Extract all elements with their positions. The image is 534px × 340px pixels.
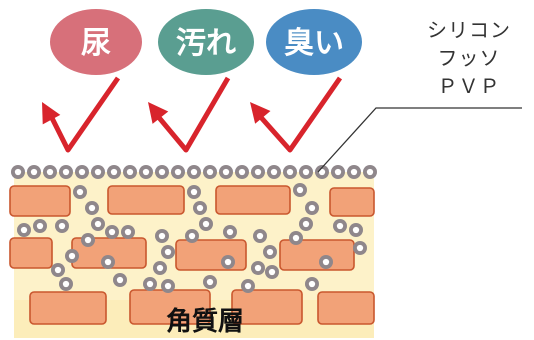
repel-arrow: [148, 76, 231, 153]
coating-particle: [91, 165, 105, 179]
coating-particle: [85, 201, 99, 215]
coating-particle: [251, 165, 265, 179]
corneocyte-cell: [317, 291, 375, 325]
coating-particle: [43, 165, 57, 179]
coating-particle: [353, 241, 367, 255]
coating-particle: [101, 255, 115, 269]
coating-particle: [139, 165, 153, 179]
coating-particle: [171, 165, 185, 179]
coating-particle: [305, 201, 319, 215]
coating-particle: [185, 229, 199, 243]
coating-particle: [283, 165, 297, 179]
coating-particle: [51, 263, 65, 277]
badge-odor: 臭い: [266, 9, 362, 75]
coating-particle: [155, 229, 169, 243]
coating-particle: [265, 265, 279, 279]
corneocyte-cell: [9, 237, 53, 269]
coating-particle: [333, 219, 347, 233]
coating-particle: [81, 233, 95, 247]
coating-particle: [203, 165, 217, 179]
coating-particle: [33, 219, 47, 233]
coating-particle: [199, 217, 213, 231]
coating-particle: [91, 217, 105, 231]
coating-particle: [251, 261, 265, 275]
coating-label: シリコン フッソ ＰＶＰ: [410, 16, 528, 100]
coating-particle: [153, 261, 167, 275]
coating-particle: [235, 165, 249, 179]
coating-particle: [75, 165, 89, 179]
coating-label-silicone: シリコン: [427, 18, 511, 42]
coating-particles: [11, 165, 377, 293]
coating-particle: [11, 165, 25, 179]
coating-particle: [299, 217, 313, 231]
coating-particle: [315, 165, 329, 179]
coating-particle: [299, 165, 313, 179]
coating-particle: [65, 249, 79, 263]
coating-particle: [107, 165, 121, 179]
coating-particle: [289, 231, 303, 245]
coating-particle: [331, 165, 345, 179]
coating-particle: [143, 277, 157, 291]
coating-particle: [223, 225, 237, 239]
repel-arrows: [42, 76, 343, 153]
corneocyte-cell: [215, 185, 291, 215]
coating-particle: [17, 223, 31, 237]
coating-particle: [203, 275, 217, 289]
coating-particle: [221, 255, 235, 269]
coating-particle: [347, 165, 361, 179]
coating-particle: [253, 229, 267, 243]
coating-particle: [187, 165, 201, 179]
coating-label-fluorine: フッソ: [437, 46, 501, 70]
badge-urine-label: 尿: [81, 26, 111, 61]
repel-arrow: [250, 76, 343, 153]
coating-particle: [105, 225, 119, 239]
corneocyte-cell: [175, 239, 247, 271]
coating-particle: [241, 279, 255, 293]
coating-particle: [293, 183, 307, 197]
coating-particle: [161, 279, 175, 293]
coating-particle: [59, 277, 73, 291]
coating-particle: [319, 255, 333, 269]
badge-dirt-label: 汚れ: [176, 26, 236, 61]
corneocyte-cell: [279, 239, 355, 271]
coating-particle: [123, 165, 137, 179]
badge-urine: 尿: [50, 9, 142, 75]
coating-particle: [73, 185, 87, 199]
coating-particle: [187, 185, 201, 199]
coating-particle: [193, 201, 207, 215]
coating-particle: [263, 245, 277, 259]
coating-particle: [59, 165, 73, 179]
corneocyte-cell: [329, 187, 375, 217]
coating-particle: [155, 165, 169, 179]
coating-leader-line: [317, 107, 522, 173]
coating-particle: [349, 223, 363, 237]
coating-particle: [113, 273, 127, 287]
corneocyte-cell: [107, 185, 185, 215]
corneocyte-cell: [231, 289, 303, 325]
badge-dirt: 汚れ: [158, 9, 254, 75]
coating-particle: [27, 165, 41, 179]
badge-dirt-ellipse: [158, 9, 254, 75]
coating-particle: [121, 225, 135, 239]
stratum-corneum-label: 角質層: [166, 306, 244, 337]
corneocyte-cell: [29, 291, 107, 325]
coating-particle: [363, 165, 377, 179]
coating-label-pvp: ＰＶＰ: [437, 74, 501, 98]
coating-particle: [55, 219, 69, 233]
badge-odor-ellipse: [266, 9, 362, 75]
coating-particle: [305, 277, 319, 291]
coating-particle: [219, 165, 233, 179]
badge-odor-label: 臭い: [284, 26, 344, 61]
coating-particle: [161, 245, 175, 259]
coating-particle: [267, 165, 281, 179]
corneocyte-cell: [9, 185, 71, 217]
badge-urine-ellipse: [50, 9, 142, 75]
repel-arrow: [42, 76, 121, 153]
